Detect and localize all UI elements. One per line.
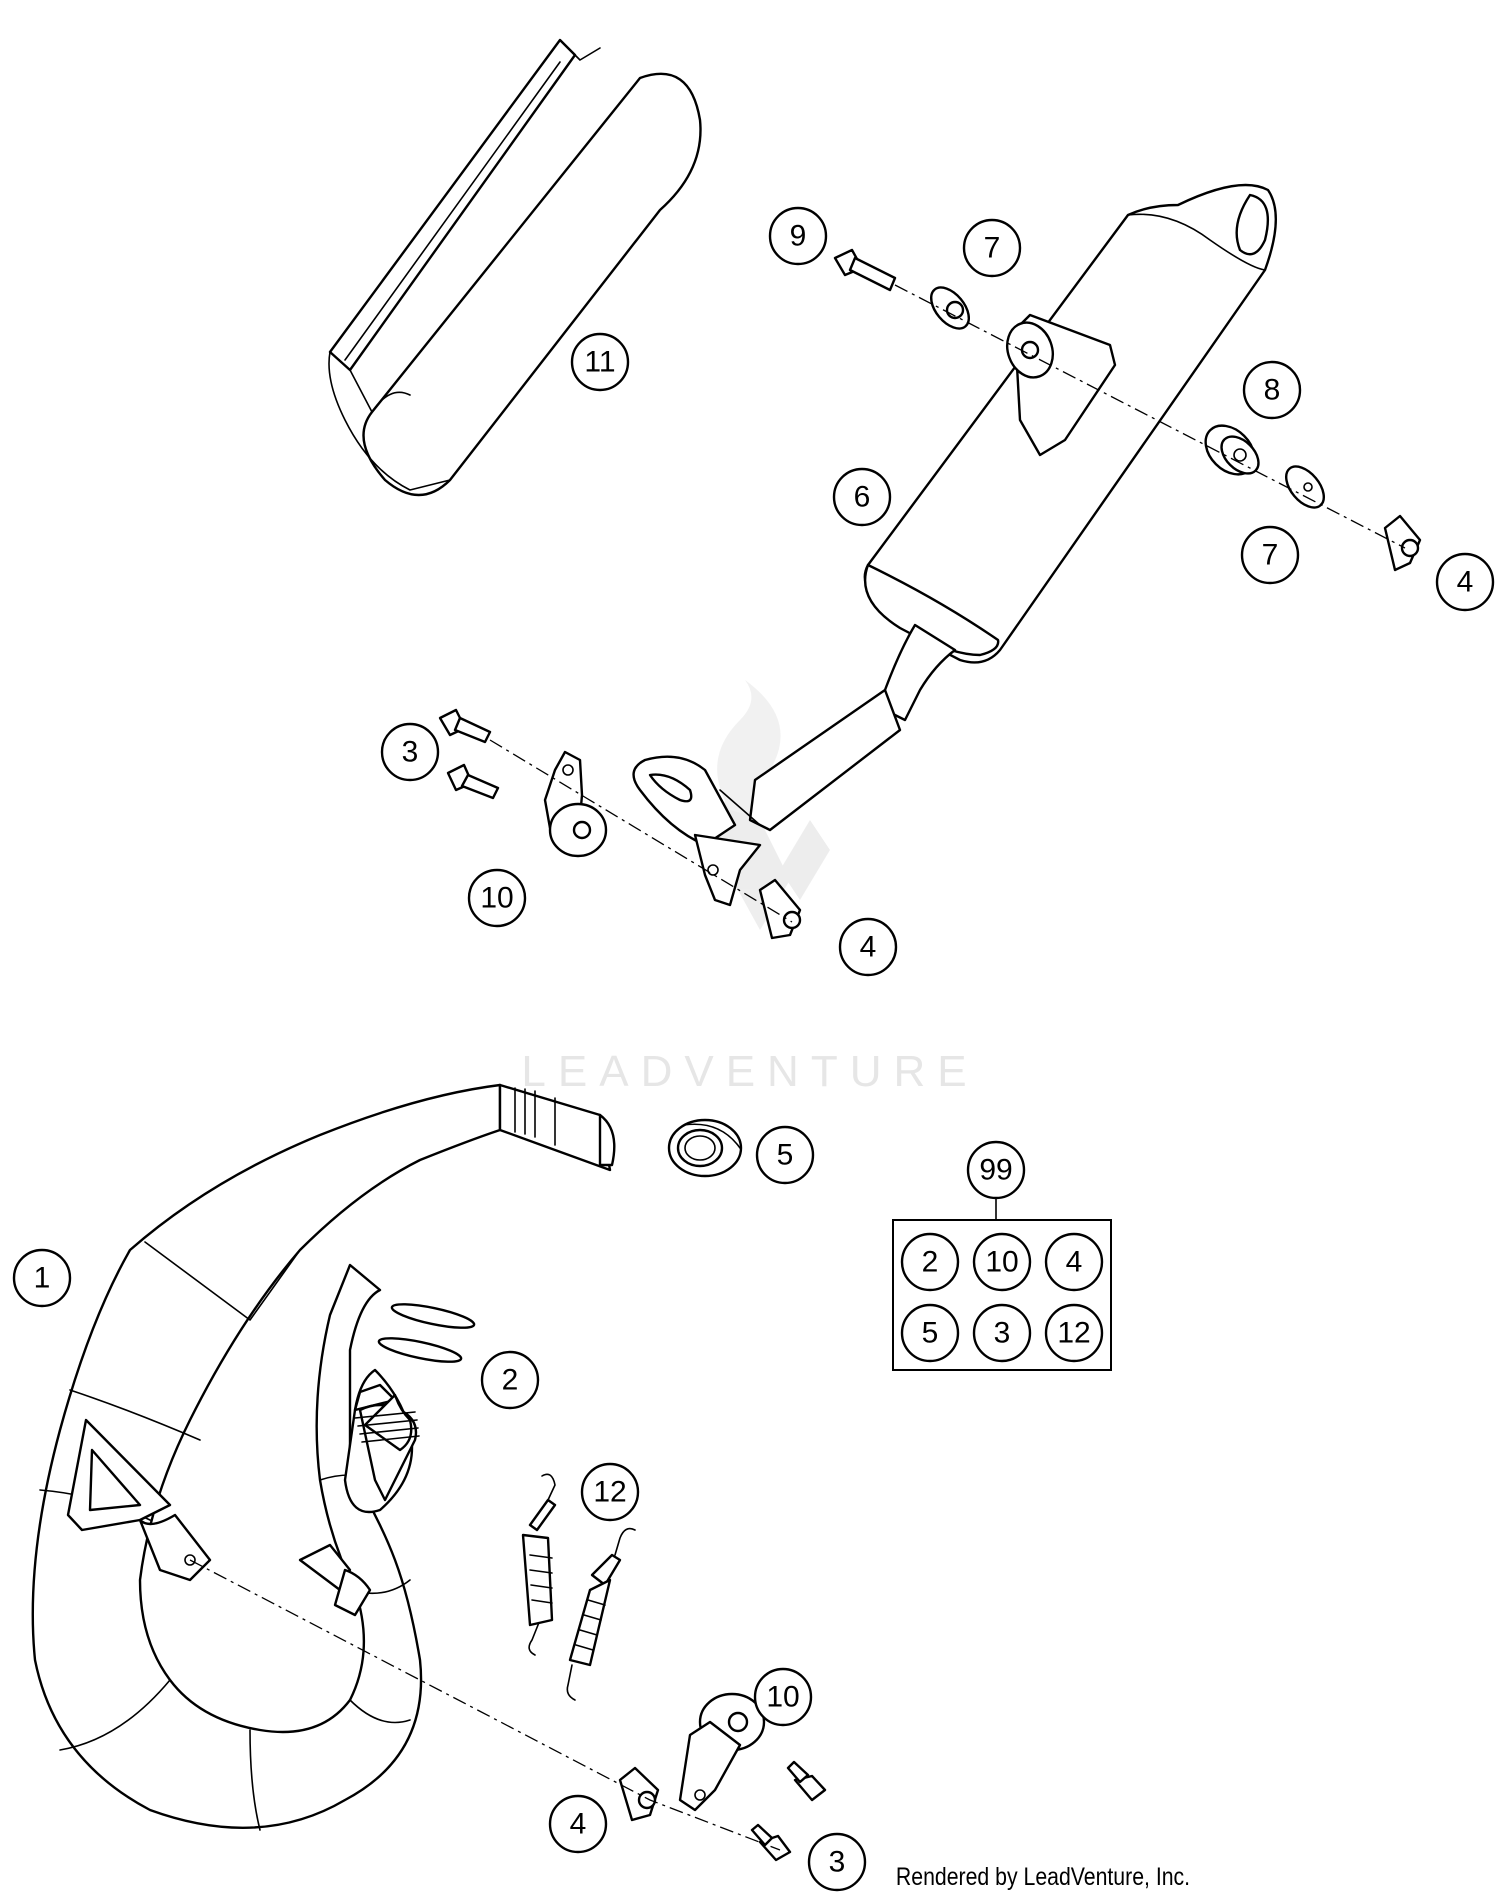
part-o-rings: [377, 1303, 476, 1363]
callout-4-middle[interactable]: 4: [838, 917, 898, 977]
callout-3-lower[interactable]: 3: [807, 1832, 867, 1892]
callout-label: 10: [985, 1246, 1018, 1279]
part-seal-ring: [667, 1118, 743, 1178]
callout-label: 1: [34, 1262, 51, 1295]
callout-label: 7: [984, 232, 1001, 265]
callout-label: 10: [766, 1681, 799, 1714]
callout-label: 4: [860, 931, 877, 964]
callout-label: 99: [979, 1154, 1012, 1187]
callout-10-upper[interactable]: 10: [467, 868, 527, 928]
render-credit: Rendered by LeadVenture, Inc.: [895, 1863, 1190, 1891]
callout-label: 12: [1057, 1317, 1090, 1350]
callout-label: 4: [1457, 566, 1474, 599]
callout-label: 4: [570, 1808, 587, 1841]
assembly-line-upper: [894, 284, 1406, 549]
part-heat-shield-sleeve: [328, 38, 702, 497]
part-springs: [521, 1473, 636, 1701]
part-bracket-10-lower: [678, 1692, 766, 1812]
callout-6[interactable]: 6: [832, 467, 892, 527]
kit-item-12[interactable]: 12: [1044, 1303, 1104, 1363]
callout-label: 8: [1264, 374, 1281, 407]
callout-label: 3: [402, 736, 419, 769]
callout-8[interactable]: 8: [1242, 360, 1302, 420]
callout-9[interactable]: 9: [768, 206, 828, 266]
kit-item-2[interactable]: 2: [900, 1232, 960, 1292]
part-exhaust-pipe: [31, 1083, 616, 1831]
callout-2[interactable]: 2: [480, 1350, 540, 1410]
callout-label: 2: [502, 1364, 519, 1397]
part-bolts-3-upper: [438, 708, 500, 800]
callout-12[interactable]: 12: [580, 1462, 640, 1522]
assembly-line-lower: [189, 1559, 781, 1851]
part-washer-7-lower: [1285, 465, 1325, 509]
callout-label: 3: [829, 1846, 846, 1879]
part-clip-nut-4-upper: [1383, 514, 1422, 572]
callout-label: 5: [777, 1139, 794, 1172]
callout-label: 11: [584, 346, 615, 379]
kit-item-4[interactable]: 4: [1044, 1232, 1104, 1292]
part-bolt-9: [833, 248, 897, 292]
part-grommet-8: [1204, 424, 1260, 476]
part-bracket-10-upper: [543, 750, 608, 858]
callout-label: 7: [1262, 539, 1279, 572]
callout-label: 6: [854, 481, 871, 514]
part-clip-nut-4-middle: [758, 878, 802, 940]
leadventure-watermark: LEADVENTURE: [521, 680, 978, 1096]
callout-kit-99[interactable]: 99: [966, 1140, 1026, 1200]
watermark-text: LEADVENTURE: [521, 1047, 978, 1096]
callout-label: 3: [994, 1317, 1011, 1350]
callout-label: 2: [922, 1246, 939, 1279]
part-silencer: [632, 183, 1277, 907]
callout-label: 5: [922, 1317, 939, 1350]
callout-7-upper[interactable]: 7: [962, 218, 1022, 278]
kit-item-10[interactable]: 10: [972, 1232, 1032, 1292]
callout-5[interactable]: 5: [755, 1125, 815, 1185]
callout-4-upper[interactable]: 4: [1435, 552, 1495, 612]
assembly-line-middle: [489, 739, 793, 923]
callout-11[interactable]: 11: [570, 332, 630, 392]
callout-3-upper[interactable]: 3: [380, 722, 440, 782]
kit-item-5[interactable]: 5: [900, 1303, 960, 1363]
part-washer-7-upper: [930, 286, 970, 330]
callout-4-lower[interactable]: 4: [548, 1794, 608, 1854]
callout-label: 9: [790, 220, 807, 253]
callout-7-lower[interactable]: 7: [1240, 525, 1300, 585]
callout-10-lower[interactable]: 10: [753, 1667, 813, 1727]
callout-1[interactable]: 1: [12, 1248, 72, 1308]
callout-label: 10: [480, 882, 513, 915]
callout-label: 12: [593, 1476, 626, 1509]
callout-label: 4: [1066, 1246, 1083, 1279]
kit-item-3[interactable]: 3: [972, 1303, 1032, 1363]
